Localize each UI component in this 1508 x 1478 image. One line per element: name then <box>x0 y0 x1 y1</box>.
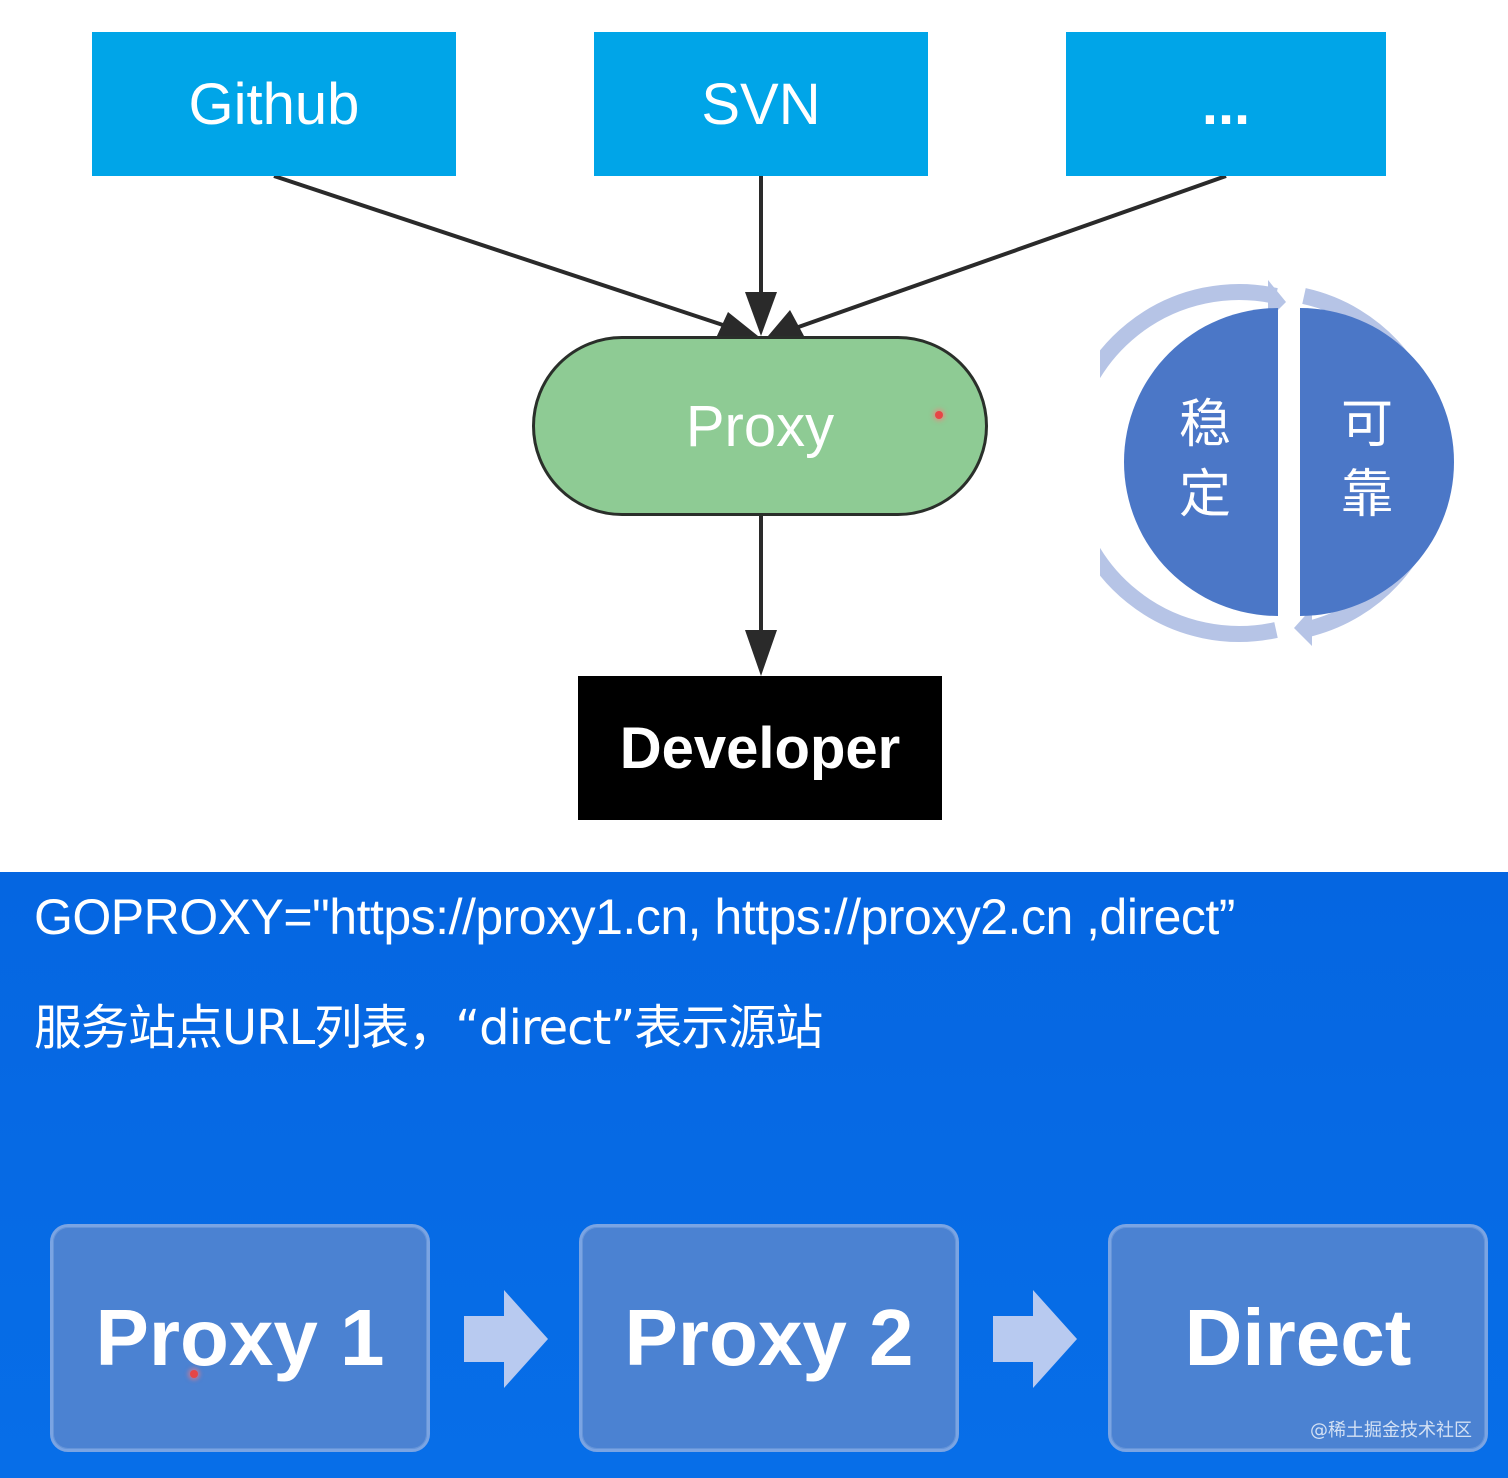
developer-label: Developer <box>619 715 901 781</box>
pointer-dot-2 <box>190 1370 198 1378</box>
developer-box: Developer <box>578 676 942 820</box>
arrowhead-more <box>768 310 804 336</box>
source-label-github: Github <box>188 71 360 137</box>
chain-label-proxy2: Proxy 2 <box>624 1293 914 1382</box>
chain-arrow-icon-2 <box>993 1290 1077 1388</box>
cycle-right-char-2: 靠 <box>1340 465 1393 525</box>
chain-box-proxy2: Proxy 2 <box>579 1224 959 1452</box>
source-box-svn: SVN <box>594 32 928 176</box>
cycle-left-char-1: 稳 <box>1178 395 1231 455</box>
watermark-text: @稀土掘金技术社区 <box>1310 1420 1472 1441</box>
cycle-outer-ring <box>1100 284 1278 642</box>
cycle-left-char-2: 定 <box>1178 465 1231 525</box>
source-label-more: ... <box>1201 71 1251 137</box>
cycle-arrowhead-bottom <box>1294 608 1312 646</box>
proxy-node: Proxy <box>532 336 988 516</box>
cycle-left-half <box>1124 308 1278 616</box>
goproxy-description-text: 服务站点URL列表，“direct”表示源站 <box>34 1000 823 1056</box>
source-box-more: ... <box>1066 32 1386 176</box>
cycle-right-half <box>1300 308 1454 616</box>
chain-arrow-icon-1 <box>464 1290 548 1388</box>
flow-diagram-area: Github SVN ... Proxy Developer 稳 定 可 靠 <box>92 32 1454 820</box>
chain-label-proxy1: Proxy 1 <box>95 1293 385 1382</box>
arrowhead-github <box>716 312 758 338</box>
pointer-dot <box>935 411 943 419</box>
arrowhead-developer <box>745 630 777 676</box>
source-label-svn: SVN <box>701 71 821 137</box>
chain-label-direct: Direct <box>1184 1293 1412 1382</box>
cycle-right-char-1: 可 <box>1340 395 1393 455</box>
source-box-github: Github <box>92 32 456 176</box>
stability-cycle-graphic <box>1100 280 1454 646</box>
goproxy-config-text: GOPROXY="https://proxy1.cn, https://prox… <box>34 889 1235 945</box>
chain-box-direct: Direct <box>1108 1224 1488 1452</box>
chain-box-proxy1: Proxy 1 <box>50 1224 430 1452</box>
arrowhead-svn <box>745 292 777 336</box>
proxy-label: Proxy <box>685 393 835 459</box>
arrow-github-to-proxy <box>273 174 751 336</box>
